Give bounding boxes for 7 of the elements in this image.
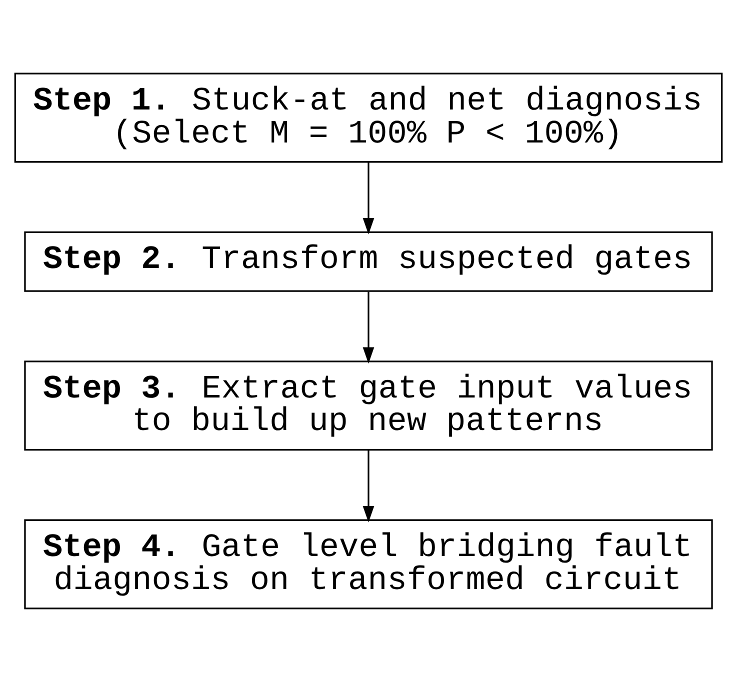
arrow	[362, 162, 374, 234]
arrow	[362, 292, 374, 364]
node-box: Step 4. Gate level bridging fault diagnosis on transformed circuit	[24, 519, 713, 610]
node-box: Step 3. Extract gate input values to build up new patterns	[24, 360, 713, 451]
node-box: Step 1. Stuck-at and net diagnosis (Select M = 100% P < 100%)	[14, 72, 723, 163]
arrow	[362, 450, 374, 522]
node-box: Step 2. Transform suspected gates	[24, 231, 713, 292]
